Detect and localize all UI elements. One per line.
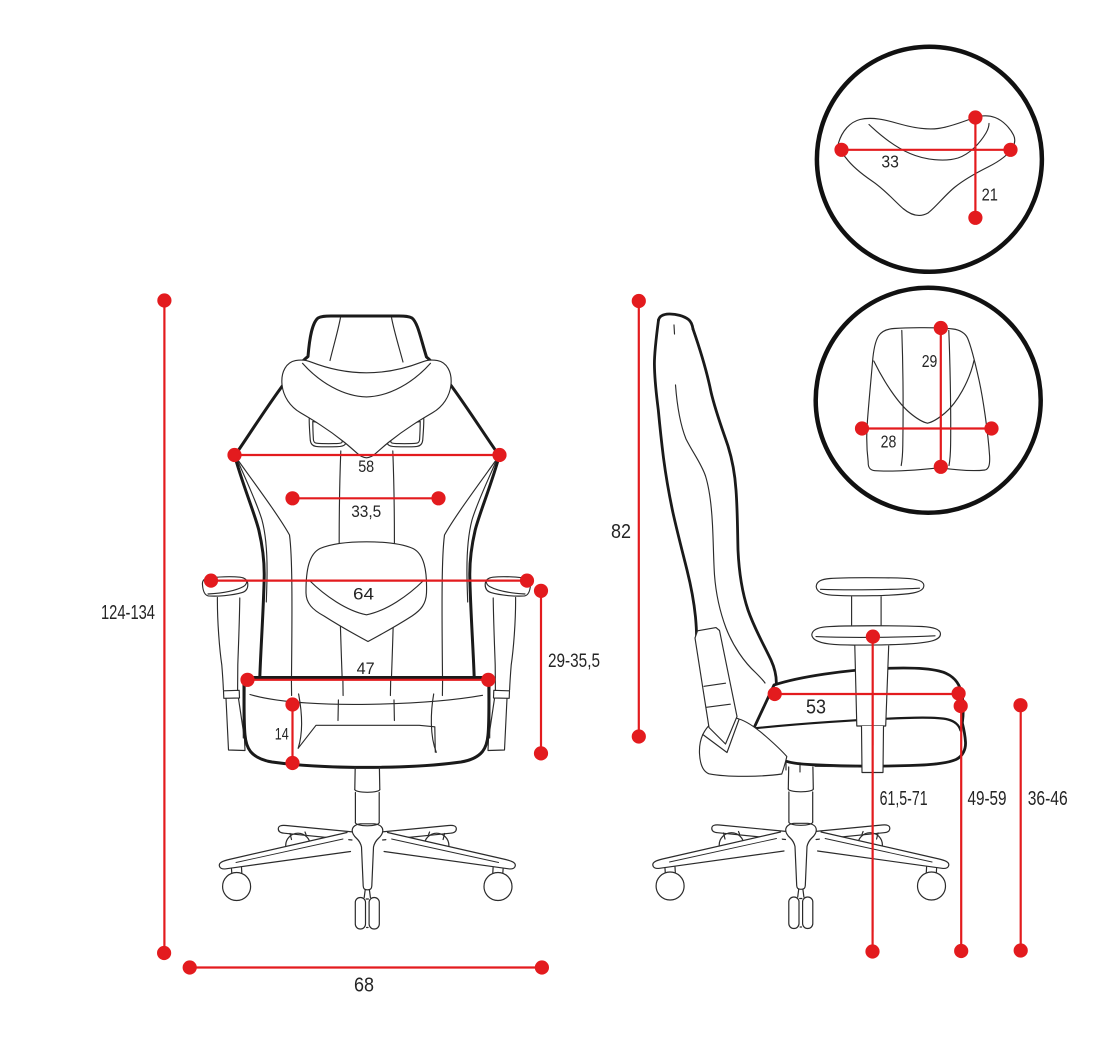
svg-text:53: 53: [806, 697, 826, 719]
svg-text:68: 68: [354, 974, 374, 996]
svg-text:47: 47: [357, 659, 375, 678]
svg-text:33: 33: [881, 152, 899, 172]
svg-text:49-59: 49-59: [968, 788, 1007, 810]
svg-text:21: 21: [982, 184, 998, 204]
svg-text:58: 58: [358, 457, 374, 476]
svg-text:33,5: 33,5: [351, 502, 381, 521]
svg-text:64: 64: [353, 584, 374, 603]
svg-text:82: 82: [611, 521, 631, 543]
svg-text:14: 14: [275, 724, 289, 743]
svg-text:36-46: 36-46: [1028, 788, 1068, 810]
svg-text:124-134: 124-134: [101, 602, 155, 624]
svg-text:29-35,5: 29-35,5: [548, 651, 600, 672]
svg-text:28: 28: [881, 431, 897, 451]
svg-text:29: 29: [922, 351, 938, 371]
svg-text:61,5-71: 61,5-71: [880, 788, 928, 810]
